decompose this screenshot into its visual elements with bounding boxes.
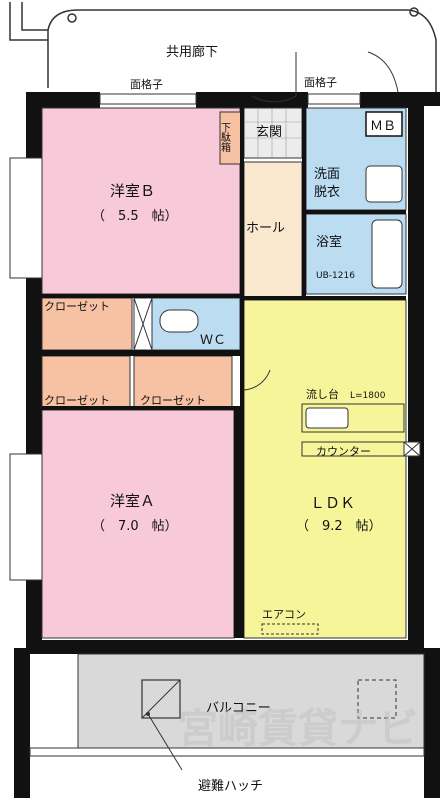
label-ldk-size: （ 9.2 帖） bbox=[296, 519, 382, 534]
label-room-a: 洋室Ａ bbox=[110, 492, 155, 510]
balcony bbox=[77, 653, 425, 749]
grille-frames bbox=[99, 93, 361, 105]
hatch-diagonal bbox=[141, 679, 181, 719]
label-grille-left: 面格子 bbox=[130, 77, 163, 91]
label-sink: 流し台 bbox=[306, 387, 339, 401]
label-washroom-1: 洗面 bbox=[314, 167, 340, 182]
label-closet-a2: クローゼット bbox=[140, 394, 206, 407]
label-shoe-box: 下駄箱 bbox=[219, 122, 231, 153]
ldk bbox=[243, 299, 407, 639]
label-corridor: 共用廊下 bbox=[166, 44, 218, 60]
hatch-leader bbox=[147, 713, 183, 771]
label-counter: カウンター bbox=[316, 445, 371, 458]
label-closet-a1: クローゼット bbox=[44, 394, 110, 407]
kitchen-sink bbox=[305, 407, 349, 429]
label-bath-unit: UB-1216 bbox=[316, 271, 355, 281]
label-grille-right: 面格子 bbox=[304, 75, 337, 89]
toilet-bowl bbox=[159, 309, 199, 333]
hatch-leader-dot bbox=[146, 712, 150, 716]
aircon-unit bbox=[261, 623, 319, 635]
closet-b-cross bbox=[133, 297, 153, 351]
closet-b bbox=[41, 297, 133, 351]
label-hatch: 避難ハッチ bbox=[198, 779, 263, 794]
entrance bbox=[243, 107, 303, 159]
closet-a1 bbox=[41, 355, 131, 409]
label-ldk: ＬＤＫ bbox=[310, 494, 355, 512]
corridor-outline bbox=[9, 2, 437, 92]
bathtub bbox=[371, 219, 403, 289]
label-room-a-size: （ 7.0 帖） bbox=[92, 519, 178, 534]
balcony-rail bbox=[29, 747, 425, 757]
label-mb: ＭＢ bbox=[370, 119, 396, 134]
room-b bbox=[41, 107, 241, 295]
entrance-grid bbox=[244, 108, 302, 158]
hatch-box[interactable] bbox=[141, 679, 181, 719]
closet-a2 bbox=[133, 355, 233, 409]
fridge-slot-cross bbox=[403, 441, 421, 457]
label-room-b: 洋室Ｂ bbox=[110, 182, 155, 200]
label-room-b-size: （ 5.5 帖） bbox=[92, 209, 178, 224]
watermark: 宮崎賃貸ナビ bbox=[178, 706, 418, 752]
label-aircon: エアコン bbox=[262, 608, 306, 621]
door-swings bbox=[243, 51, 399, 391]
label-bath: 浴室 bbox=[316, 234, 342, 250]
label-sink-length: L=1800 bbox=[350, 391, 386, 401]
label-wc: ＷＣ bbox=[200, 333, 226, 348]
label-entrance: 玄関 bbox=[256, 125, 282, 140]
label-hall: ホール bbox=[246, 221, 285, 236]
left-windows bbox=[9, 157, 43, 581]
label-washroom-2: 脱衣 bbox=[314, 184, 340, 200]
label-closet-b: クローゼット bbox=[44, 300, 110, 313]
balcony-outdoor-unit bbox=[357, 679, 397, 719]
mb-box[interactable] bbox=[365, 111, 403, 137]
label-balcony: バルコニー bbox=[206, 701, 271, 716]
interior-walls bbox=[42, 108, 406, 638]
washbasin bbox=[365, 165, 403, 203]
room-a bbox=[41, 409, 235, 639]
